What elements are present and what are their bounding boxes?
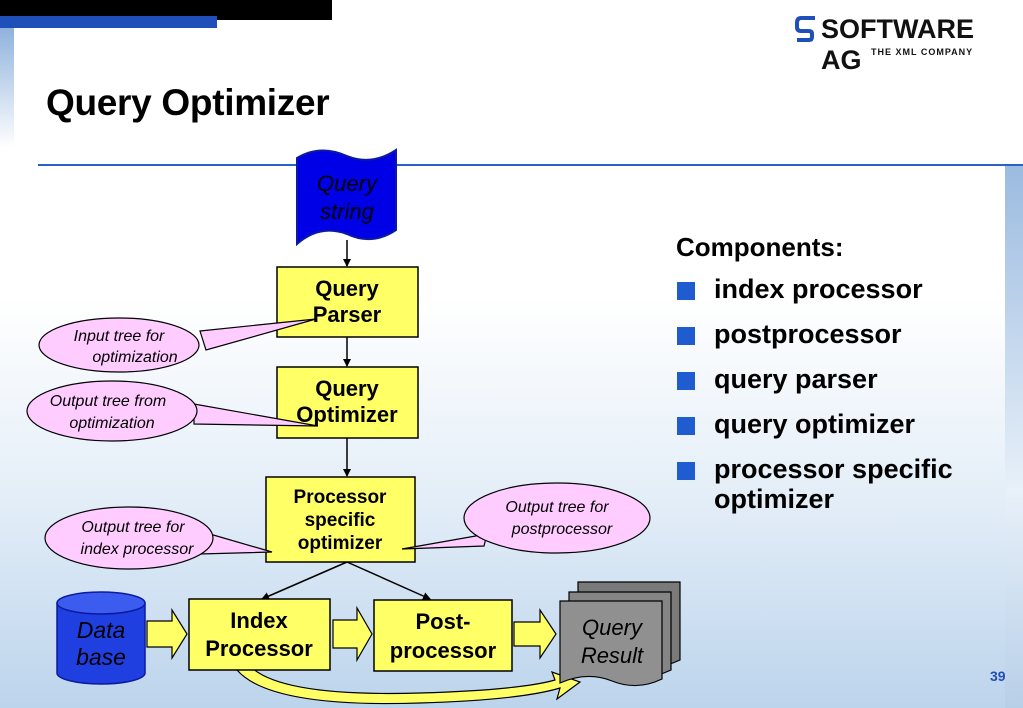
- component-label: processor specific optimizer: [714, 454, 953, 514]
- list-item: query optimizer: [676, 409, 1006, 439]
- list-item: index processor: [676, 274, 1006, 304]
- curved-arrow-index-to-result: [235, 667, 582, 705]
- callout-output-optimization-line1: Output tree from: [50, 393, 167, 410]
- component-label: query optimizer: [714, 409, 916, 439]
- square-bullet-icon: [677, 327, 695, 345]
- page-number: 39: [990, 668, 1006, 684]
- query-parser-line1: Query: [315, 276, 379, 301]
- block-arrow-db-to-index: [146, 607, 188, 661]
- callout-output-tree-post: Output tree for postprocessor: [401, 482, 651, 554]
- query-parser-box: Query Parser: [276, 266, 419, 338]
- square-bullet-icon: [677, 282, 695, 300]
- component-label: index processor: [714, 274, 923, 304]
- right-scroll-stripe: [1005, 165, 1023, 708]
- title-rule: [38, 164, 1023, 166]
- callout-output-post-line1: Output tree for: [505, 499, 609, 516]
- components-heading: Components:: [676, 232, 844, 262]
- processor-optimizer-line3: optimizer: [298, 533, 383, 554]
- left-stripe: [0, 28, 14, 148]
- callout-output-post-line2: postprocessor: [511, 521, 613, 538]
- logo-tagline: THE XML COMPANY: [871, 47, 974, 57]
- callout-output-tree-index: Output tree for index processor: [44, 506, 273, 570]
- square-bullet-icon: [677, 417, 695, 435]
- block-arrow-index-to-post: [332, 605, 373, 663]
- postprocessor-box: Post- processor: [373, 599, 513, 672]
- query-string-shape: Query string: [296, 148, 397, 247]
- list-item: postprocessor: [676, 319, 1006, 349]
- callout-input-tree-line1: Input tree for: [74, 328, 165, 345]
- index-processor-line1: Index: [230, 608, 288, 633]
- components-panel: Components: index processor postprocesso…: [676, 232, 1006, 529]
- processor-optimizer-line1: Processor: [294, 487, 388, 508]
- block-arrow-post-to-result: [513, 608, 557, 660]
- logo-name: SOFTWARE AG: [821, 14, 974, 75]
- query-result-line1: Query: [582, 615, 644, 640]
- database-line2: base: [76, 644, 126, 670]
- index-processor-line2: Processor: [205, 636, 313, 661]
- logo-s-icon: [795, 16, 815, 42]
- database-cylinder: Data base: [56, 591, 146, 685]
- square-bullet-icon: [677, 462, 695, 480]
- query-string-line1: Query: [317, 171, 379, 196]
- index-processor-box: Index Processor: [188, 598, 331, 671]
- query-parser-line2: Parser: [313, 302, 382, 327]
- processor-specific-optimizer-box: Processor specific optimizer: [265, 476, 416, 563]
- top-bar-black: [0, 0, 332, 20]
- list-item: query parser: [676, 364, 1006, 394]
- query-result-line2: Result: [581, 643, 644, 668]
- list-item: processor specific optimizer: [676, 454, 1006, 514]
- software-ag-logo: SOFTWARE AG THE XML COMPANY: [795, 14, 1005, 75]
- top-bar-blue: [0, 16, 217, 28]
- arrow-processor-to-index: [261, 561, 348, 600]
- callout-input-tree-line2: optimization: [92, 349, 177, 366]
- callout-input-tree: Input tree for optimization: [38, 317, 317, 373]
- postprocessor-line2: processor: [390, 638, 497, 663]
- slide-title: Query Optimizer: [46, 82, 330, 123]
- callout-output-index-line1: Output tree for: [81, 519, 185, 536]
- callout-output-index-line2: index processor: [81, 541, 195, 558]
- arrow-processor-to-post: [346, 561, 431, 600]
- query-result-stack: Query Result: [559, 581, 681, 687]
- component-label: postprocessor: [714, 319, 902, 349]
- query-optimizer-line1: Query: [315, 376, 379, 401]
- query-string-line2: string: [320, 199, 375, 224]
- callout-output-tree-optimization: Output tree from optimization: [26, 380, 319, 442]
- component-label: query parser: [714, 364, 878, 394]
- callout-output-optimization-line2: optimization: [69, 415, 154, 432]
- query-optimizer-box: Query Optimizer: [276, 366, 419, 439]
- processor-optimizer-line2: specific: [305, 510, 376, 531]
- database-line1: Data: [77, 617, 126, 643]
- query-optimizer-line2: Optimizer: [296, 402, 398, 427]
- postprocessor-line1: Post-: [416, 609, 471, 634]
- components-list: index processor postprocessor query pars…: [676, 274, 1006, 514]
- square-bullet-icon: [677, 372, 695, 390]
